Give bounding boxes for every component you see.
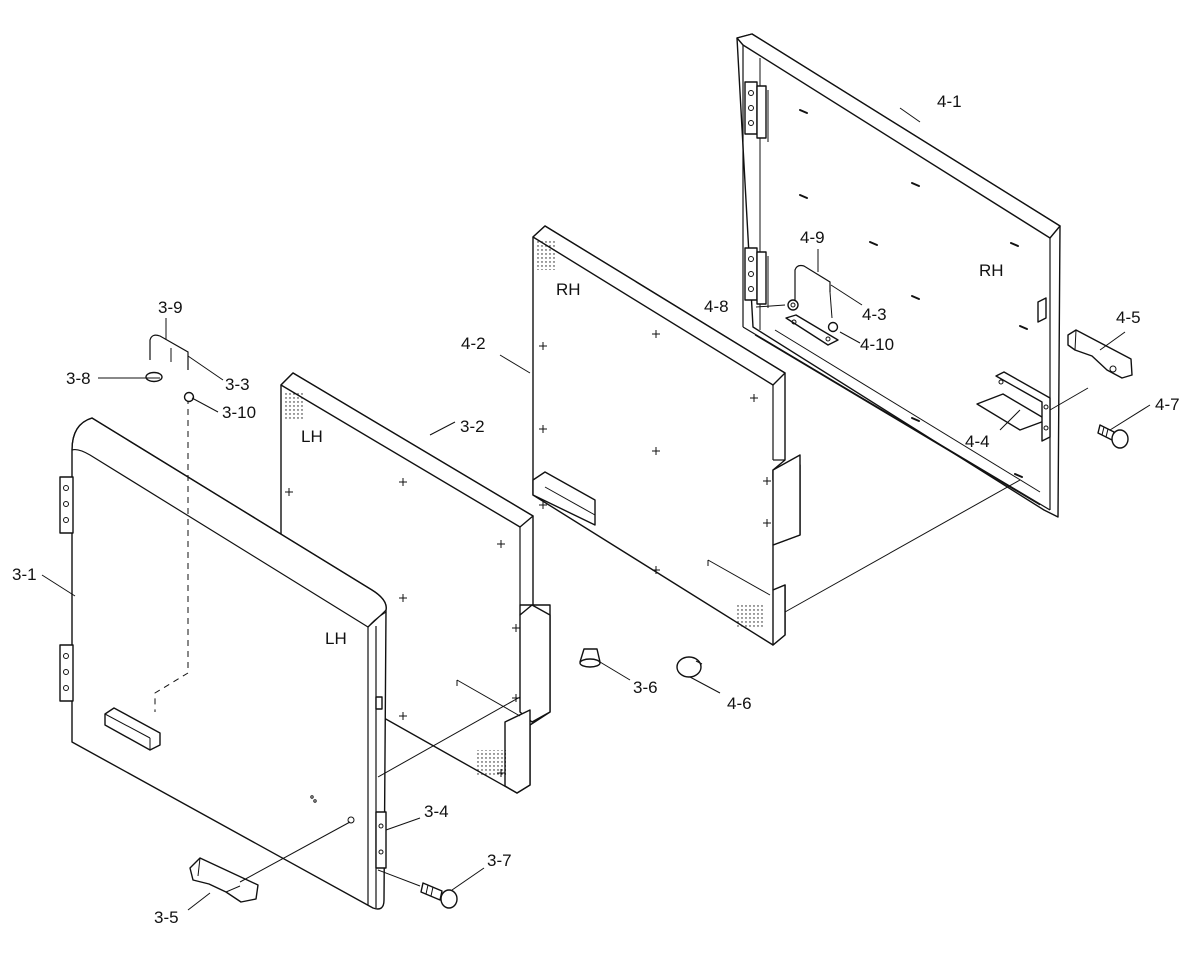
lh-knob-3-6 [579,648,601,668]
part-label-3-7: 3-7 [487,851,512,870]
part-label-3-9: 3-9 [158,298,183,317]
lh-lower-hinge [59,644,74,702]
rh-lower-hinge [744,247,769,308]
part-label-4-1: 4-1 [937,92,962,111]
rh-washer-4-8 [787,299,799,311]
part-label-4-8: 4-8 [704,297,729,316]
lh-latch-rod-3-9 [149,334,189,370]
rh-panel-side-mark: RH [979,261,1004,280]
part-label-3-2: 3-2 [460,417,485,436]
part-label-3-6: 3-6 [633,678,658,697]
rh-upper-hinge [744,81,769,142]
lh-insulation-side-mark: LH [301,427,323,446]
part-label-4-3: 4-3 [862,305,887,324]
rh-insulation-panel [532,225,801,646]
lh-upper-hinge [59,476,74,534]
part-label-4-5: 4-5 [1116,308,1141,327]
rh-screw-4-7 [1097,424,1129,449]
rh-side-panel [736,33,1133,518]
rh-latch-bracket [785,314,839,346]
part-label-3-10: 3-10 [222,403,256,422]
rh-bracket-4-4 [976,371,1051,442]
lh-nut-3-10 [183,391,195,403]
part-label-4-10: 4-10 [860,335,894,354]
rh-insulation-side-mark: RH [556,280,581,299]
part-label-4-4: 4-4 [965,432,990,451]
lh-handle-3-5 [189,857,259,903]
part-label-3-4: 3-4 [424,802,449,821]
part-label-3-3: 3-3 [225,375,250,394]
part-label-4-9: 4-9 [800,228,825,247]
rh-knob-4-6 [676,656,703,678]
part-label-4-2: 4-2 [461,334,486,353]
part-label-4-7: 4-7 [1155,395,1180,414]
part-label-3-1: 3-1 [12,565,37,584]
lh-side-panel [59,398,387,910]
lh-washer-3-8 [145,371,163,383]
part-label-4-6: 4-6 [727,694,752,713]
rh-insulation-fastener-marks [539,330,771,574]
part-label-3-8: 3-8 [66,369,91,388]
rh-nut-4-10 [827,321,839,333]
rh-latch-rod-4-9 [794,264,833,319]
lh-edge-bracket-3-4 [375,696,387,869]
rh-handle-4-5 [1067,329,1133,379]
part-label-3-5: 3-5 [154,908,179,927]
lh-latch-block [104,707,161,751]
lh-panel-side-mark: LH [325,629,347,648]
lh-screw-3-7 [420,882,458,909]
leader-lines [41,107,1151,911]
